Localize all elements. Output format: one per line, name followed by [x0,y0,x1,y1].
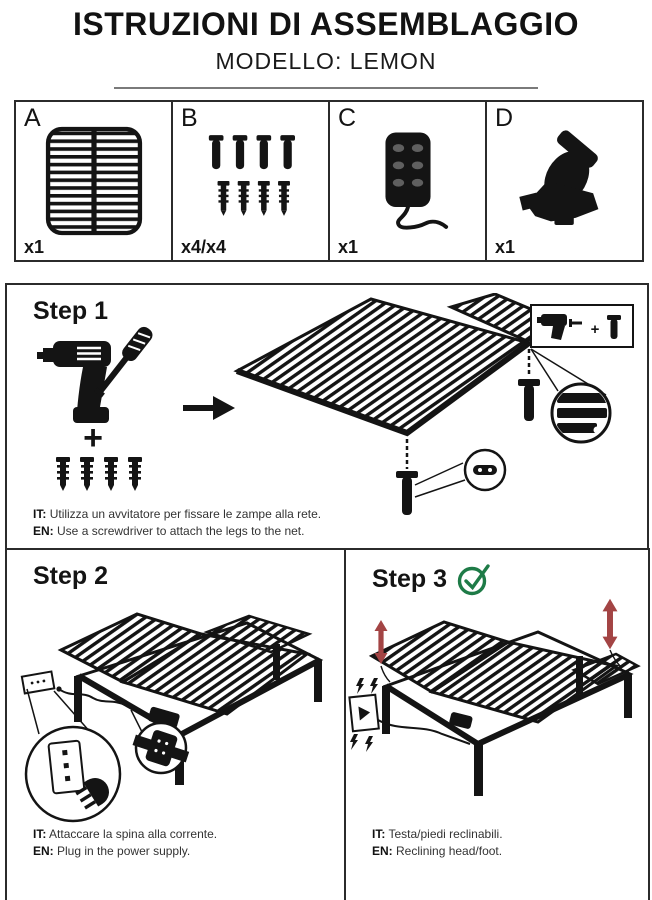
motor-callout [130,709,190,775]
drill-leg-inset: + [530,304,634,348]
motor-actuator-icon [487,102,642,260]
step-3-caption: IT: Testa/piedi reclinabili. EN: Reclini… [372,826,503,860]
en-text: Use a screwdriver to attach the legs to … [57,524,305,539]
check-icon [457,564,490,596]
header-divider [114,87,538,89]
part-qty: x4/x4 [181,237,227,257]
part-box-b: B x4/x4 [171,100,330,262]
step-2-title-text: Step 2 [33,562,109,590]
step-3-title-text: Step 3 [372,564,448,593]
drill-icon [37,341,111,423]
en-label: EN: [33,843,54,858]
part-letter: C [338,104,357,132]
en-label: EN: [372,843,393,858]
it-label: IT: [33,827,47,841]
screwdriver-icon [93,326,153,398]
remote-control-icon [330,102,485,260]
wall-socket-icon [20,670,154,717]
part-qty: x1 [338,237,359,257]
slatted-bed-base-icon [16,102,171,260]
en-text: Reclining head/foot. [396,843,503,858]
page-title: ISTRUZIONI DI ASSEMBLAGGIO [72,6,580,42]
step-3-panel: Step 3 [344,548,650,900]
plus-sign: + [591,321,600,338]
step-1-caption: IT: Utilizza un avvitatore per fissare l… [33,506,321,540]
leg-callout [414,448,507,498]
step-3-title: Step 3 [372,562,493,596]
part-qty: x1 [24,237,45,257]
step-1-title-text: Step 1 [33,297,109,325]
arrow-right-icon [183,396,235,420]
it-text: Attaccare la spina alla corrente. [49,827,218,841]
motor-on-rail [449,712,473,729]
power-plug-icon [75,778,109,810]
it-label: IT: [33,507,47,522]
leg-bottom [396,439,418,515]
step-2-title: Step 2 [33,562,108,591]
parts-list: A x1 B [14,100,644,262]
lightning-bolts [350,678,378,752]
part-letter: D [495,104,514,132]
part-letter: B [181,104,198,132]
recline-arrows [374,598,618,664]
step-3-illustration [348,598,641,796]
slatted-surface [57,612,313,716]
part-box-c: C x1 [328,100,487,262]
legs-row [208,135,295,170]
part-qty: x1 [495,237,516,257]
tools-icon: + [37,326,153,491]
frame-rail [235,340,531,437]
arrow-link-left [380,665,391,683]
slatted-surface [368,620,641,724]
it-text: Utilizza un avvitatore per fissare le za… [49,507,322,522]
plus-sign: + [83,419,103,457]
leg-right [518,349,540,421]
en-label: EN: [33,524,54,539]
step-1-title: Step 1 [33,297,108,326]
header: ISTRUZIONI DI ASSEMBLAGGIO MODELLO: LEMO… [0,0,652,89]
step-2-panel: Step 2 [5,548,349,900]
step-2-illustration [20,612,324,823]
arrow-link-right [609,649,623,669]
screws-row [217,181,290,216]
it-text: Testa/piedi reclinabili. [388,827,503,841]
corner-callout [530,348,612,444]
step-1-panel: Step 1 + [5,283,649,552]
screws-icon [56,457,142,491]
plug-callout [24,688,122,823]
it-label: IT: [372,827,386,841]
legs-and-screws-icon [173,102,328,260]
step-2-caption: IT: Attaccare la spina alla corrente. EN… [33,826,217,860]
part-box-d: D x1 [485,100,644,262]
power-box-icon [348,678,471,752]
en-text: Plug in the power supply. [57,843,191,858]
model-subtitle: MODELLO: LEMON [215,48,437,74]
step-1-illustration: + [233,293,634,515]
part-letter: A [24,104,41,132]
part-box-a: A x1 [14,100,173,262]
